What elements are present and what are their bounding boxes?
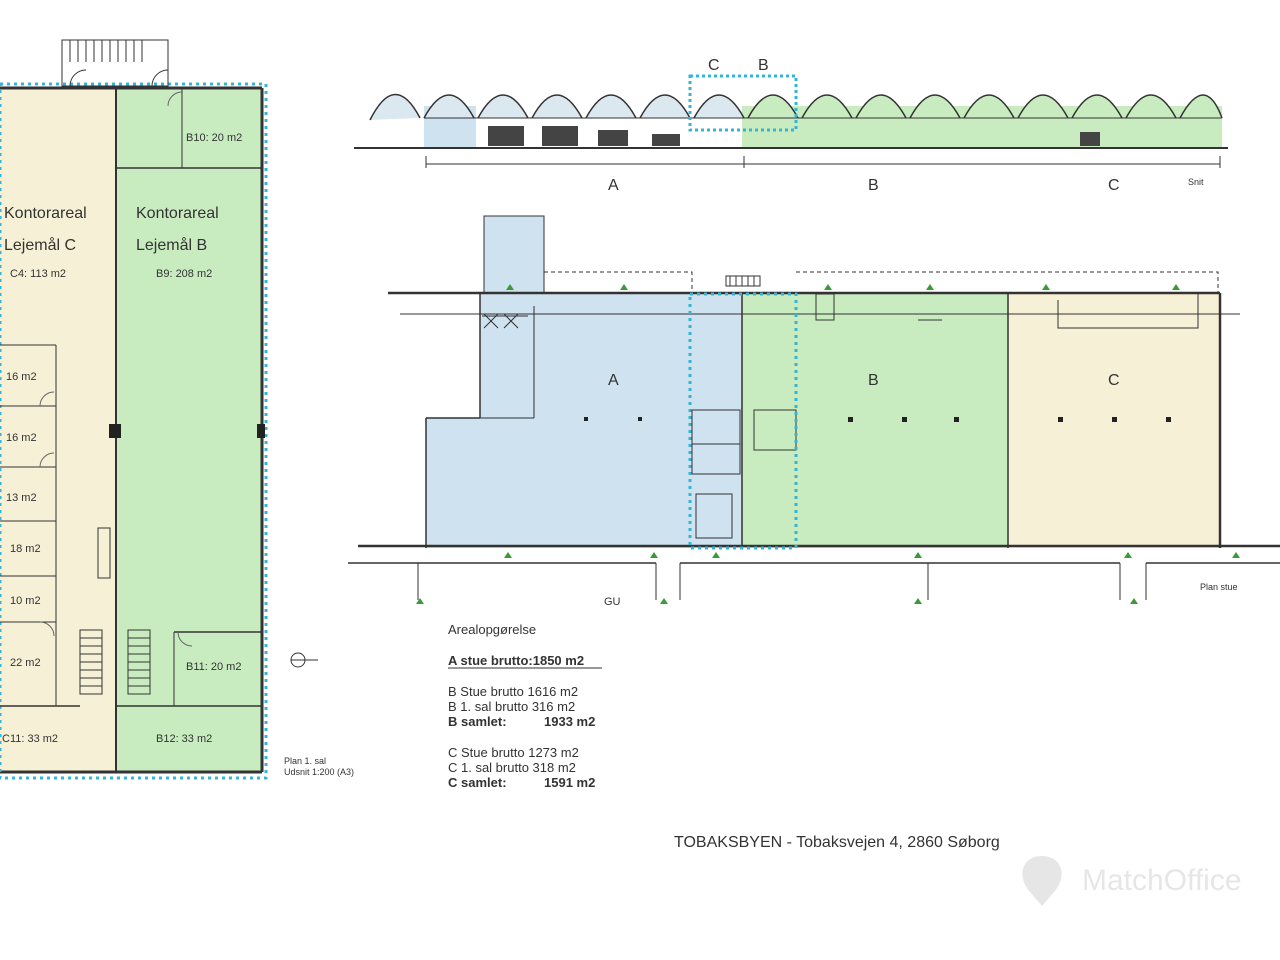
plan-1-label: Plan 1. sal [284,756,326,766]
office-c-area: C4: 113 m2 [10,268,66,280]
office-c-lease: Lejemål C [4,236,76,254]
gu-marker: GU [604,596,621,608]
north-arrow-icon [290,652,318,668]
room-16b-label: 16 m2 [6,432,37,444]
area-a-line: A stue brutto:1850 m2 [448,653,584,668]
area-b-total-label: B samlet: [448,714,507,729]
room-b10-label: B10: 20 m2 [186,132,242,144]
plan-1-scale: Udsnit 1:200 (A3) [284,767,354,777]
lower-stairs [79,629,151,695]
ground-highlight-dashed [688,292,798,550]
ground-label-c: C [1108,372,1120,389]
room-10-label: 10 m2 [10,595,41,607]
area-c-total: 1591 m2 [544,775,595,790]
ground-label-a: A [608,372,619,389]
section-highlight-dashed [688,74,798,132]
office-b-title: Kontorareal [136,205,219,222]
address-title: TOBAKSBYEN - Tobaksvejen 4, 2860 Søborg [674,834,1000,851]
section-label-b: B [868,177,879,194]
area-schedule: Arealopgørelse A stue brutto:1850 m2 B S… [448,622,602,790]
ground-floor-plan: A B C Plan stue GU [348,215,1280,608]
column [257,424,265,438]
section-snit-label: Snit [1188,177,1204,187]
room-16a-label: 16 m2 [6,371,37,383]
ground-label-b: B [868,372,879,389]
room-c11-label: C11: 33 m2 [2,733,58,745]
zone-b-office [116,88,262,772]
location-pin-icon [1022,856,1062,906]
section-label-b-top: B [758,57,769,74]
room-22-label: 22 m2 [10,657,41,669]
column [109,424,121,438]
office-c-title: Kontorareal [4,205,87,222]
watermark-text: MatchOffice [1082,864,1242,897]
zone-b [742,294,1008,548]
room-b11-label: B11: 20 m2 [186,661,241,673]
section-label-a: A [608,177,619,194]
area-c-sal: C 1. sal brutto 318 m2 [448,760,576,775]
section-label-c: C [1108,177,1120,194]
area-c-total-label: C samlet: [448,775,507,790]
matchoffice-watermark: MatchOffice [1022,856,1242,906]
room-b12-label: B12: 33 m2 [156,733,212,745]
area-b-total: 1933 m2 [544,714,595,729]
first-floor-plan: Kontorareal Lejemål C C4: 113 m2 Kontora… [0,39,354,780]
area-b-stue: B Stue brutto 1616 m2 [448,684,578,699]
plan-stue-label: Plan stue [1200,582,1238,592]
area-b-sal: B 1. sal brutto 316 m2 [448,699,575,714]
office-b-lease: Lejemål B [136,236,207,254]
section-elevation: C B A B C Snit [354,57,1228,194]
room-18-label: 18 m2 [10,543,41,555]
area-c-stue: C Stue brutto 1273 m2 [448,745,579,760]
section-label-c-top: C [708,57,720,74]
top-stair [61,39,169,87]
zone-c-office [0,88,116,772]
office-b-area: B9: 208 m2 [156,268,212,280]
area-schedule-title: Arealopgørelse [448,622,536,637]
lease-boundary-dashed [0,82,268,780]
room-13-label: 13 m2 [6,492,37,504]
